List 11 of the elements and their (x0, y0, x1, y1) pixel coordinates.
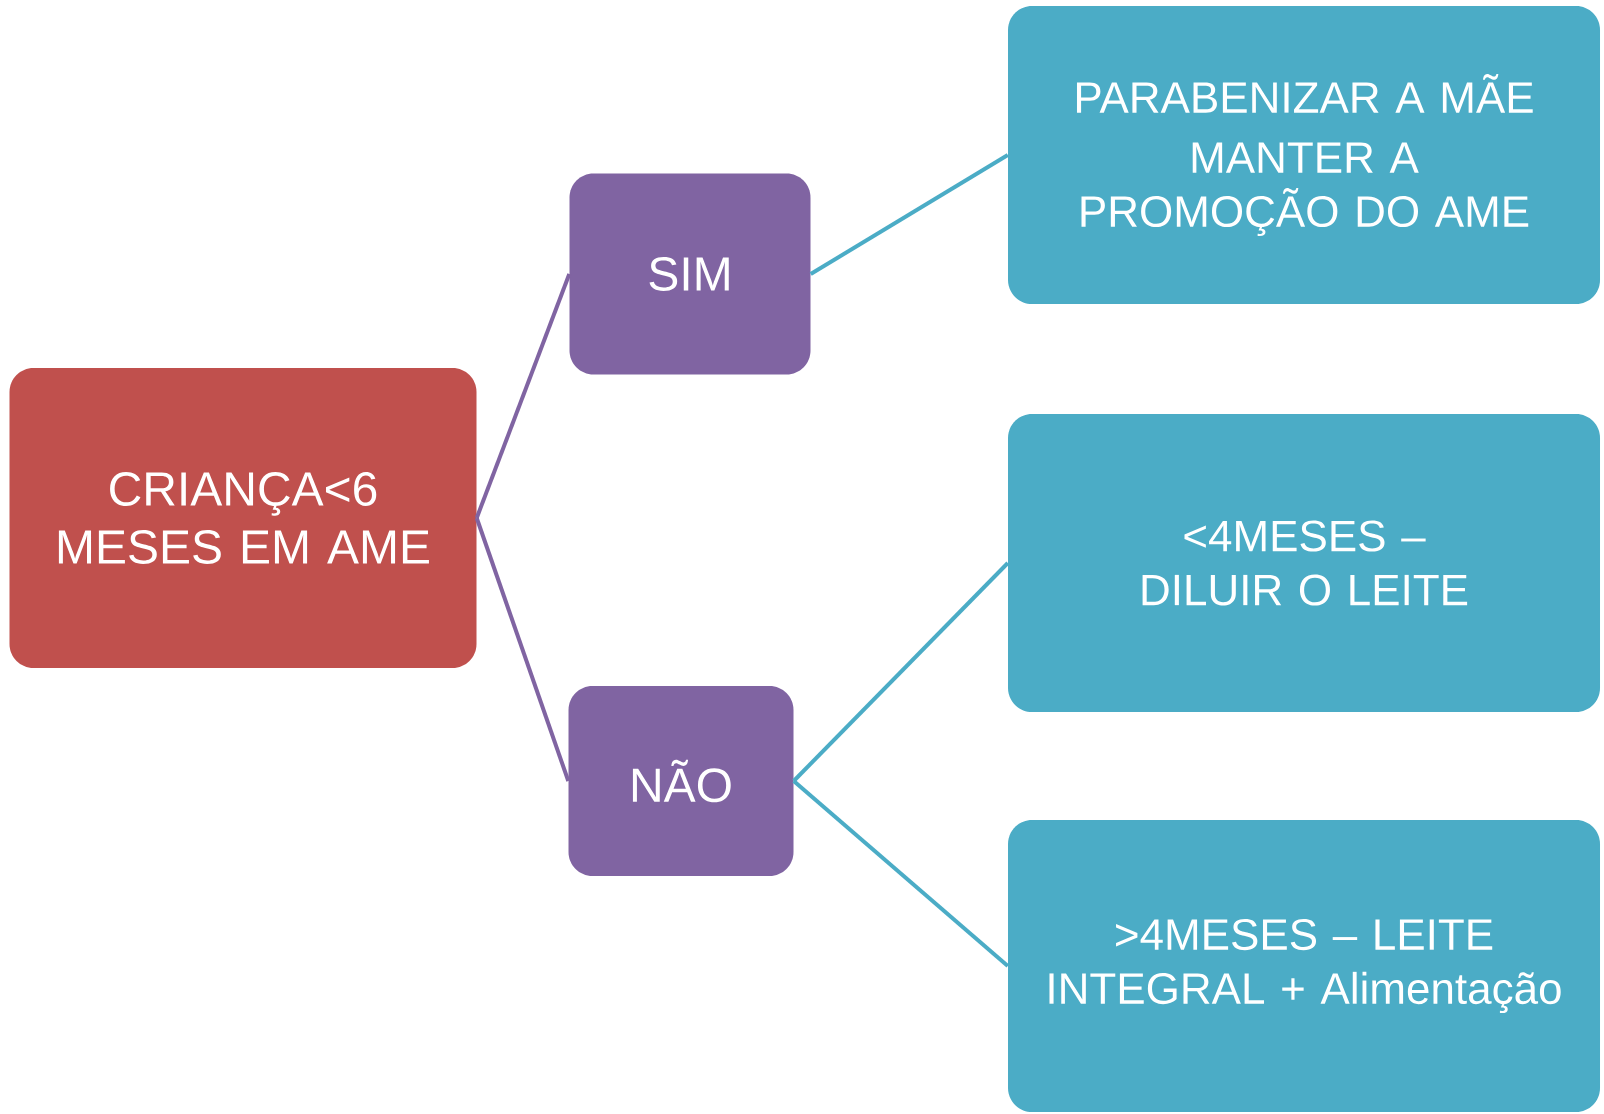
process-box: >4MESES – LEITE INTEGRAL + Alimentação (1008, 820, 1600, 1112)
connector-line (792, 779, 1010, 968)
connector-line (792, 561, 1010, 783)
connector-line (809, 153, 1009, 276)
process-box: NÃO (568, 686, 794, 876)
connector-line (474, 517, 571, 782)
process-box: PARABENIZAR A MÃE MANTER A PROMOÇÃO DO AME (1008, 6, 1600, 304)
process-box: SIM (569, 173, 811, 375)
connector-line (474, 273, 572, 519)
process-box: CRIANÇA<6 MESES EM AME (9, 368, 477, 668)
process-box: <4MESES – DILUIR O LEITE (1008, 414, 1600, 712)
